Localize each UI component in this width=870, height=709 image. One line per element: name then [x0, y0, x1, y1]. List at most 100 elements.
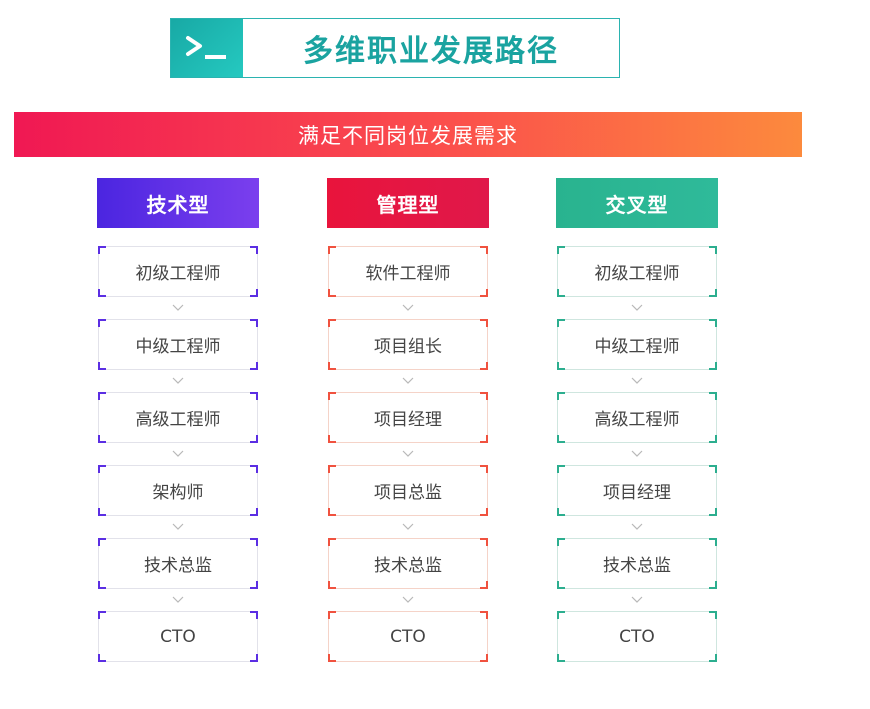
corner-bracket	[709, 611, 717, 619]
chevron-down-icon	[327, 370, 489, 392]
career-step: 高级工程师	[557, 392, 717, 443]
corner-bracket	[250, 538, 258, 546]
corner-bracket	[250, 435, 258, 443]
corner-bracket	[557, 289, 565, 297]
corner-bracket	[480, 654, 488, 662]
career-step-label: CTO	[619, 626, 655, 647]
chevron-down-icon	[327, 589, 489, 611]
corner-bracket	[480, 611, 488, 619]
corner-bracket	[328, 581, 336, 589]
career-step: 软件工程师	[328, 246, 488, 297]
corner-bracket	[480, 465, 488, 473]
corner-bracket	[98, 465, 106, 473]
corner-bracket	[98, 319, 106, 327]
career-step-label: CTO	[160, 626, 196, 647]
corner-bracket	[557, 538, 565, 546]
career-step: CTO	[328, 611, 488, 662]
corner-bracket	[250, 465, 258, 473]
chevron-down-icon	[97, 297, 259, 319]
career-step: 高级工程师	[98, 392, 258, 443]
corner-bracket	[328, 392, 336, 400]
chevron-down-icon	[556, 589, 718, 611]
corner-bracket	[328, 465, 336, 473]
corner-bracket	[557, 508, 565, 516]
career-step: CTO	[557, 611, 717, 662]
career-step-label: 中级工程师	[135, 337, 221, 357]
career-step: 技术总监	[557, 538, 717, 589]
career-step: 中级工程师	[557, 319, 717, 370]
career-step: 技术总监	[98, 538, 258, 589]
corner-bracket	[250, 508, 258, 516]
corner-bracket	[250, 289, 258, 297]
column-header-mgmt: 管理型	[327, 178, 489, 228]
career-step-label: 软件工程师	[365, 264, 451, 284]
corner-bracket	[328, 246, 336, 254]
corner-bracket	[98, 362, 106, 370]
terminal-prompt-icon	[171, 19, 243, 77]
career-step: 初级工程师	[557, 246, 717, 297]
corner-bracket	[480, 246, 488, 254]
chevron-down-icon	[327, 443, 489, 465]
corner-bracket	[250, 581, 258, 589]
career-step-label: 高级工程师	[594, 410, 680, 430]
page-title: 多维职业发展路径	[303, 34, 559, 69]
corner-bracket	[250, 362, 258, 370]
corner-bracket	[709, 289, 717, 297]
corner-bracket	[328, 289, 336, 297]
title-box: 多维职业发展路径	[170, 18, 620, 78]
column-header-cross: 交叉型	[556, 178, 718, 228]
corner-bracket	[98, 435, 106, 443]
corner-bracket	[250, 392, 258, 400]
corner-bracket	[480, 319, 488, 327]
column-cross: 交叉型 初级工程师中级工程师高级工程师项目经理技术总监 CTO	[556, 178, 718, 662]
steps-cross: 初级工程师中级工程师高级工程师项目经理技术总监 CTO	[556, 246, 718, 662]
career-step-label: 初级工程师	[135, 264, 221, 284]
subtitle-banner: 满足不同岗位发展需求	[14, 112, 802, 157]
corner-bracket	[557, 581, 565, 589]
corner-bracket	[709, 435, 717, 443]
corner-bracket	[557, 654, 565, 662]
corner-bracket	[557, 246, 565, 254]
chevron-down-icon	[97, 516, 259, 538]
corner-bracket	[709, 246, 717, 254]
corner-bracket	[328, 508, 336, 516]
chevron-down-icon	[97, 589, 259, 611]
career-step: 架构师	[98, 465, 258, 516]
corner-bracket	[480, 435, 488, 443]
corner-bracket	[98, 611, 106, 619]
career-step-label: CTO	[390, 626, 426, 647]
column-tech: 技术型 初级工程师中级工程师高级工程师架构师技术总监 CTO	[97, 178, 259, 662]
corner-bracket	[328, 362, 336, 370]
corner-bracket	[98, 246, 106, 254]
corner-bracket	[557, 465, 565, 473]
career-step-label: 技术总监	[374, 556, 442, 576]
corner-bracket	[480, 581, 488, 589]
career-step-label: 项目经理	[603, 483, 671, 503]
corner-bracket	[557, 362, 565, 370]
career-step-label: 中级工程师	[594, 337, 680, 357]
column-header-tech: 技术型	[97, 178, 259, 228]
corner-bracket	[480, 362, 488, 370]
career-step-label: 初级工程师	[594, 264, 680, 284]
corner-bracket	[709, 508, 717, 516]
career-step: 技术总监	[328, 538, 488, 589]
career-step: 中级工程师	[98, 319, 258, 370]
corner-bracket	[709, 319, 717, 327]
career-step: CTO	[98, 611, 258, 662]
chevron-down-icon	[556, 516, 718, 538]
career-step-label: 项目经理	[374, 410, 442, 430]
chevron-down-icon	[97, 370, 259, 392]
chevron-down-icon	[97, 443, 259, 465]
corner-bracket	[480, 538, 488, 546]
corner-bracket	[709, 392, 717, 400]
career-step-label: 高级工程师	[135, 410, 221, 430]
career-step-label: 架构师	[152, 483, 204, 503]
corner-bracket	[250, 611, 258, 619]
corner-bracket	[480, 392, 488, 400]
corner-bracket	[98, 654, 106, 662]
corner-bracket	[328, 319, 336, 327]
corner-bracket	[250, 654, 258, 662]
chevron-down-icon	[327, 297, 489, 319]
